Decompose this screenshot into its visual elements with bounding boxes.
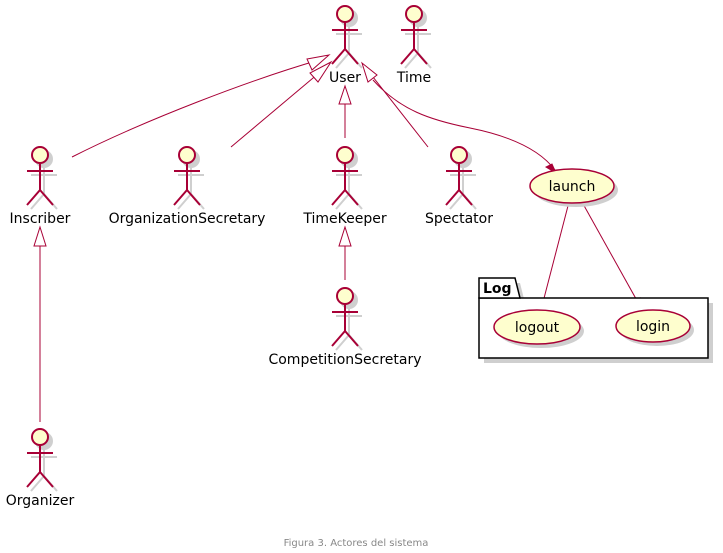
actor-inscriber-icon	[26, 146, 58, 210]
actor-time-icon	[400, 5, 432, 69]
edge-launch-logout	[541, 201, 570, 307]
actor-time-keeper-icon	[331, 146, 363, 210]
actor-inscriber[interactable]: Inscriber	[10, 146, 71, 227]
actor-competition-secretary[interactable]: CompetitionSecretary	[268, 287, 422, 368]
edge-organizationsecretary-user	[230, 72, 320, 148]
actor-time-keeper[interactable]: TimeKeeper	[302, 146, 387, 227]
edge-launch-login	[581, 201, 641, 307]
actor-user-label: User	[329, 70, 361, 86]
use-case-logout[interactable]: logout	[493, 309, 584, 348]
use-case-login[interactable]: login	[615, 309, 694, 346]
actor-time-keeper-label: TimeKeeper	[302, 211, 386, 227]
actor-time-label: Time	[396, 70, 431, 86]
actor-organizer[interactable]: Organizer	[6, 428, 75, 509]
use-case-launch[interactable]: launch	[529, 168, 618, 207]
generalization-arrow-user-2	[309, 60, 333, 83]
actor-inscriber-label: Inscriber	[10, 211, 71, 227]
actor-user[interactable]: User	[329, 5, 363, 86]
use-case-launch-label: launch	[549, 179, 596, 195]
use-case-logout-label: logout	[515, 320, 560, 336]
package-label: Log	[483, 281, 512, 297]
actor-spectator[interactable]: Spectator	[425, 146, 493, 227]
actor-organizer-label: Organizer	[6, 493, 75, 509]
generalization-arrow-inscriber	[33, 225, 47, 247]
actor-user-icon	[331, 5, 363, 69]
actor-organization-secretary-label: OrganizationSecretary	[109, 211, 266, 227]
figure-caption: Figura 3. Actores del sistema	[284, 538, 429, 549]
edge-inscriber-user	[71, 59, 320, 158]
actor-competition-secretary-icon	[331, 287, 363, 351]
generalization-arrow-user-4	[361, 61, 378, 83]
actor-time[interactable]: Time	[396, 5, 432, 86]
actor-organization-secretary[interactable]: OrganizationSecretary	[109, 146, 266, 227]
actor-organization-secretary-icon	[173, 146, 205, 210]
actor-organizer-icon	[26, 428, 58, 492]
actor-spectator-icon	[445, 146, 477, 210]
generalization-edges	[33, 54, 429, 422]
edge-user-launch	[372, 79, 556, 171]
edge-spectator-user	[372, 76, 429, 148]
actor-spectator-label: Spectator	[425, 211, 493, 227]
use-case-login-label: login	[636, 319, 670, 335]
generalization-arrow-timekeeper	[338, 225, 352, 247]
generalization-arrow-user-3	[338, 84, 352, 105]
generalization-arrow-user-1	[306, 54, 331, 71]
actor-competition-secretary-label: CompetitionSecretary	[268, 352, 421, 368]
